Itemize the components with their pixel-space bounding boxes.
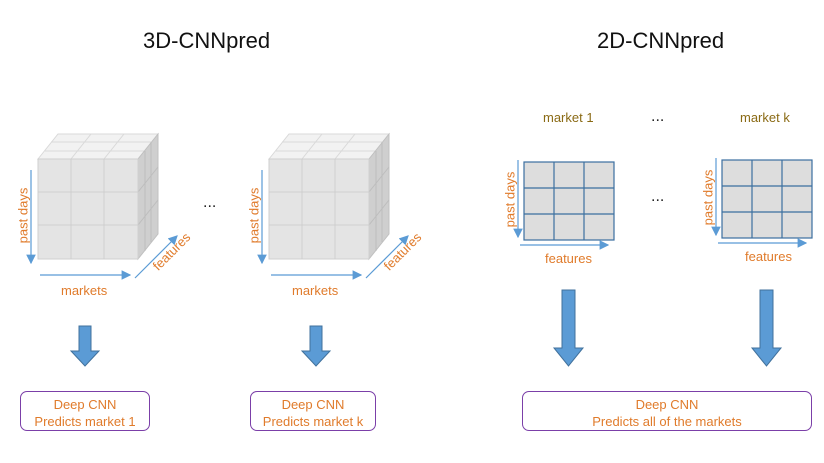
down-arrow-1 [69,325,101,367]
box-title: Deep CNN [635,397,699,412]
axis-label-features: features [745,249,792,264]
axis-label-features: features [545,251,592,266]
deep-cnn-box-market-k: Deep CNN Predicts market k [250,391,376,431]
box-title: Deep CNN [281,397,345,412]
down-arrow-2 [300,325,332,367]
deep-cnn-box-market-1: Deep CNN Predicts market 1 [20,391,150,431]
box-subtitle: Predicts all of the markets [592,414,742,429]
cube-market-k [257,132,409,280]
label-market-k: market k [740,110,790,125]
axis-label-past-days: past days [502,171,518,228]
down-arrow-3 [552,289,585,367]
ellipsis-top: ... [651,108,665,125]
ellipsis-grids: ... [651,188,665,205]
box-subtitle: Predicts market k [262,414,364,429]
deep-cnn-box-all-markets: Deep CNN Predicts all of the markets [522,391,812,431]
grid-market-1 [513,160,615,250]
title-2d-cnnpred: 2D-CNNpred [597,28,725,53]
axis-label-past-days: past days [246,187,262,244]
grid-market-k [711,158,813,248]
box-title: Deep CNN [53,397,117,412]
ellipsis-cubes: ... [203,194,217,211]
axis-label-markets: markets [61,283,108,298]
box-subtitle: Predicts market 1 [34,414,136,429]
axis-label-markets: markets [292,283,339,298]
axis-label-past-days: past days [15,187,31,244]
title-3d-cnnpred: 3D-CNNpred [143,28,271,53]
down-arrow-4 [750,289,783,367]
label-market-1: market 1 [543,110,594,125]
cube-market-1 [26,132,178,280]
axis-label-past-days: past days [700,169,716,226]
